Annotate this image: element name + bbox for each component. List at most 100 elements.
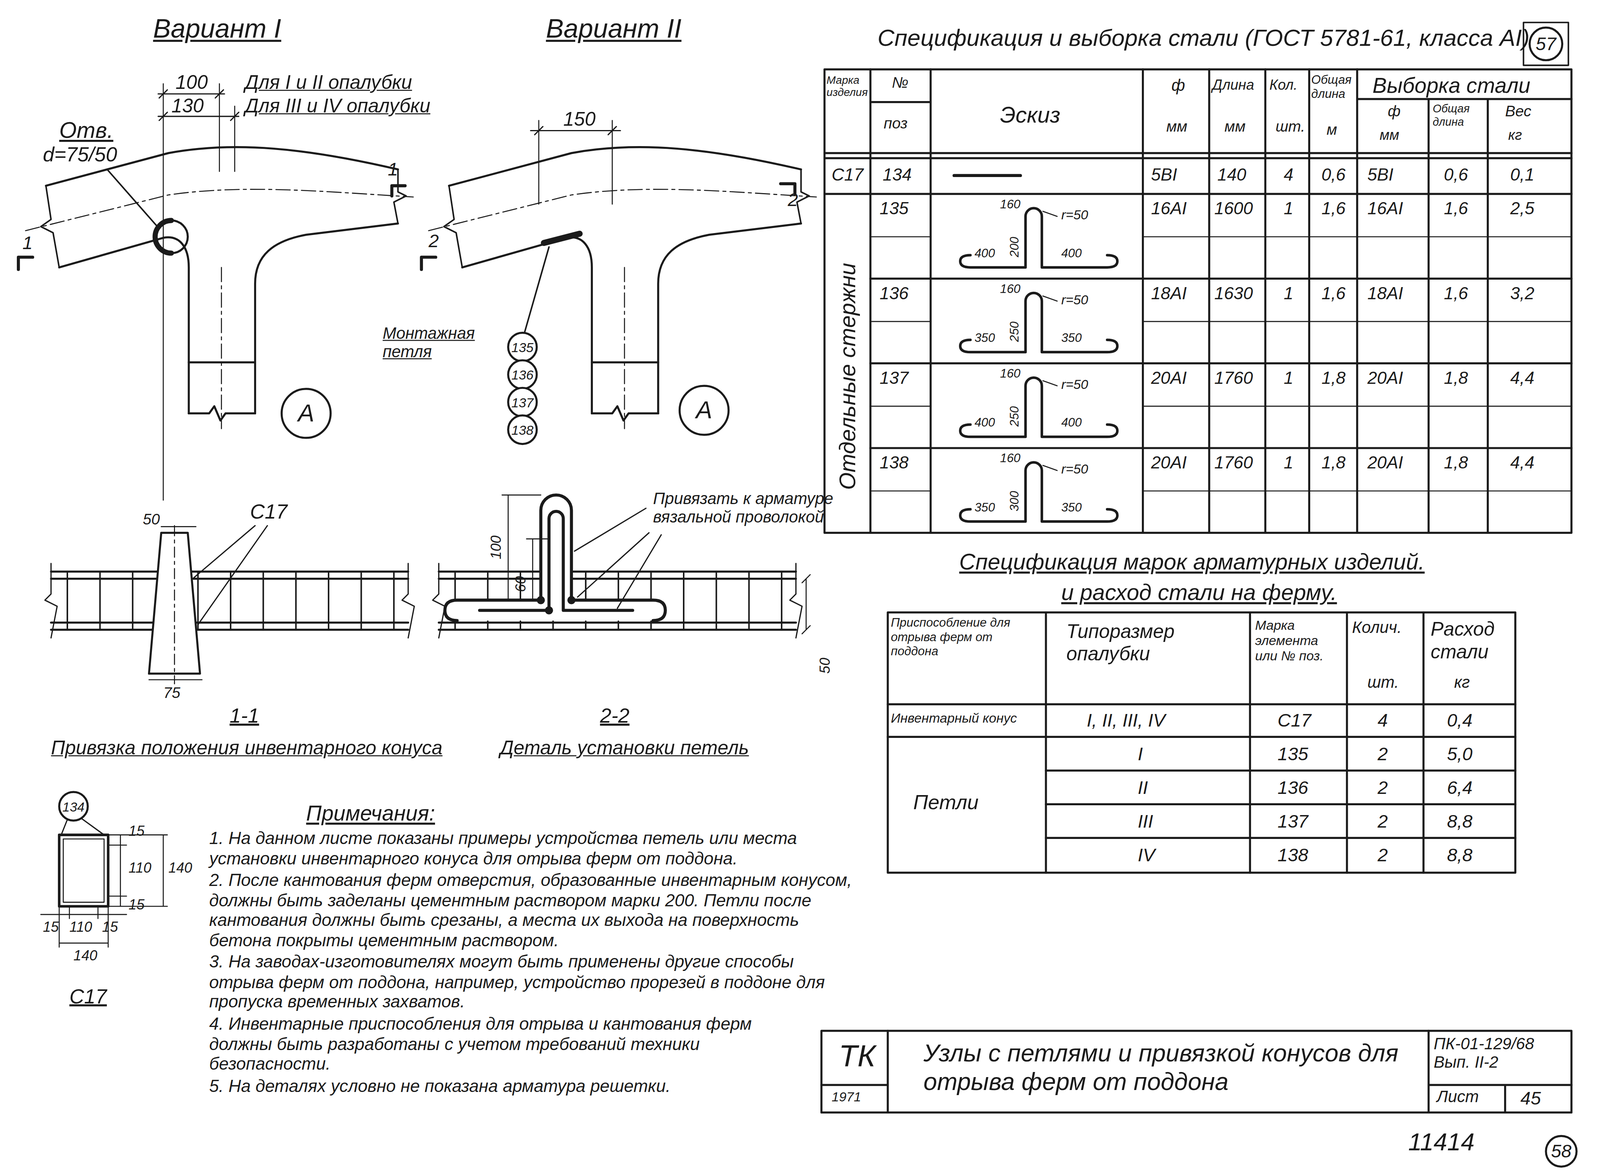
drawing-label: 110 xyxy=(128,859,152,876)
callout-circle: 58 xyxy=(1544,1134,1578,1168)
drawing-label: Спецификация марок арматурных изделий. xyxy=(959,548,1425,575)
drawing-label: Спецификация и выборка стали (ГОСТ 5781-… xyxy=(877,24,1530,52)
drawing-label: Марка элемента или № поз. xyxy=(1255,618,1342,665)
callout-number: 137 xyxy=(511,395,534,409)
drawing-label: 1 xyxy=(1283,198,1294,219)
drawing-label: 8,8 xyxy=(1446,845,1473,867)
drawing-label: 400 xyxy=(1061,416,1082,431)
callout-circle: 138 xyxy=(507,414,538,445)
drawing-label: 5. На деталях условно не показана армату… xyxy=(209,1076,811,1097)
drawing-label: Вариант I xyxy=(153,14,282,45)
drawing-label: 400 xyxy=(974,247,996,262)
drawing-label: кг xyxy=(1453,673,1470,693)
callout-number: 135 xyxy=(511,340,534,354)
drawing-label: Кол. xyxy=(1269,76,1298,93)
drawing-label: 1,8 xyxy=(1443,453,1469,474)
drawing-label: 15 xyxy=(102,918,119,935)
drawing-label: Марка изделия xyxy=(826,73,870,100)
drawing-label: Деталь установки петель xyxy=(500,736,750,759)
drawing-label: 1 xyxy=(1283,368,1294,389)
drawing-label: № xyxy=(892,73,909,92)
drawing-label: кг xyxy=(1508,126,1523,143)
sheet-title: Узлы с петлями и привязкой конусов для о… xyxy=(923,1038,1414,1096)
drawing-label: 3. На заводах-изготовителях могут быть п… xyxy=(209,951,863,1012)
drawing-label: ф xyxy=(1171,76,1186,96)
drawing-label: ПК-01-129/68 Вып. II-2 xyxy=(1433,1034,1567,1073)
drawing-label: Примечания: xyxy=(306,801,436,826)
drawing-label: 2 xyxy=(1377,811,1388,833)
drawing-label: 1-1 xyxy=(229,704,259,728)
drawing-label: 0,4 xyxy=(1446,710,1473,732)
drawing-label: 3,2 xyxy=(1510,283,1535,304)
drawing-label: 20АI xyxy=(1367,368,1404,389)
callout-number: 134 xyxy=(62,799,85,813)
drawing-label: 160 xyxy=(1000,282,1021,297)
drawing-label: Монтажная петля xyxy=(382,324,506,363)
drawing-label: 15 xyxy=(42,918,59,935)
callout-circle: 135 xyxy=(507,331,538,363)
drawing-label: Общая длина xyxy=(1311,73,1358,102)
callout-circle: А xyxy=(280,387,332,439)
drawing-label: 4 xyxy=(1377,710,1388,732)
drawing-label: 2 xyxy=(1377,744,1388,766)
callout-circle: 137 xyxy=(507,386,538,418)
drawing-label: 160 xyxy=(1000,451,1021,466)
drawing-label: d=75/50 xyxy=(42,142,118,167)
drawing-label: 300 xyxy=(1008,490,1023,512)
drawing-label: 1 xyxy=(387,159,398,181)
drawing-label: II xyxy=(1137,777,1149,799)
drawing-label: 45 xyxy=(1520,1087,1541,1109)
drawing-label: ф xyxy=(1387,102,1401,120)
drawing-label: Петли xyxy=(913,790,979,815)
drawing-label: 160 xyxy=(1000,198,1021,213)
drawing-label: Лист xyxy=(1436,1087,1479,1107)
drawing-label: шт. xyxy=(1275,117,1305,136)
callout-circle: А xyxy=(678,384,730,436)
drawing-label: 5ВI xyxy=(1367,165,1394,186)
drawing-label: r=50 xyxy=(1061,292,1089,309)
drawing-label: Отв. xyxy=(59,117,114,144)
drawing-label: 1630 xyxy=(1214,283,1254,304)
drawing-label: 110 xyxy=(69,918,93,935)
drawing-label: 140 xyxy=(1217,165,1247,186)
callout-circle: 134 xyxy=(58,790,89,822)
drawing-label: поз xyxy=(883,114,908,132)
drawing-label: I, II, III, IV xyxy=(1086,710,1166,732)
drawing-label: Вариант II xyxy=(545,14,682,45)
drawing-label: 20АI xyxy=(1367,453,1404,474)
drawing-label: 1760 xyxy=(1214,453,1254,474)
drawing-label: 250 xyxy=(1008,406,1023,427)
drawing-label: III xyxy=(1137,811,1154,833)
drawing-label: Для I и II опалубки xyxy=(244,71,412,94)
drawing-label: 20АI xyxy=(1150,368,1187,389)
drawing-label: 5ВI xyxy=(1150,165,1178,186)
drawing-label: 1,8 xyxy=(1321,368,1346,389)
drawing-label: 1760 xyxy=(1214,368,1254,389)
drawing-label: 0,1 xyxy=(1510,165,1535,186)
drawing-label: 136 xyxy=(879,283,909,304)
callout-number: А xyxy=(297,400,315,426)
drawing-label: 4,4 xyxy=(1510,453,1535,474)
drawing-label: 11414 xyxy=(1408,1127,1475,1156)
drawing-label: Вес xyxy=(1505,102,1532,120)
drawing-label: 160 xyxy=(1000,367,1021,382)
drawing-label: 15 xyxy=(128,822,145,839)
drawing-label: 1,6 xyxy=(1443,283,1469,304)
drawing-label: 100 xyxy=(175,71,208,94)
drawing-label: 138 xyxy=(879,453,909,474)
drawing-label: 135 xyxy=(879,198,909,219)
callout-number: 138 xyxy=(511,422,534,437)
drawing-label: 1,6 xyxy=(1321,283,1346,304)
drawing-label: Типоразмер опалубки xyxy=(1066,620,1230,665)
drawing-label: 350 xyxy=(1061,331,1082,346)
callout-number: 58 xyxy=(1551,1141,1572,1161)
drawing-label: IV xyxy=(1137,845,1156,867)
drawing-label: С17 xyxy=(1277,710,1312,732)
drawing-label: ТК xyxy=(838,1038,876,1075)
drawing-label: 20АI xyxy=(1150,453,1187,474)
drawing-label: 2-2 xyxy=(599,704,630,728)
drawing-label: Эскиз xyxy=(1000,102,1061,129)
drawing-label: Отдельные стержни xyxy=(834,262,861,490)
callout-circle: 136 xyxy=(507,359,538,390)
